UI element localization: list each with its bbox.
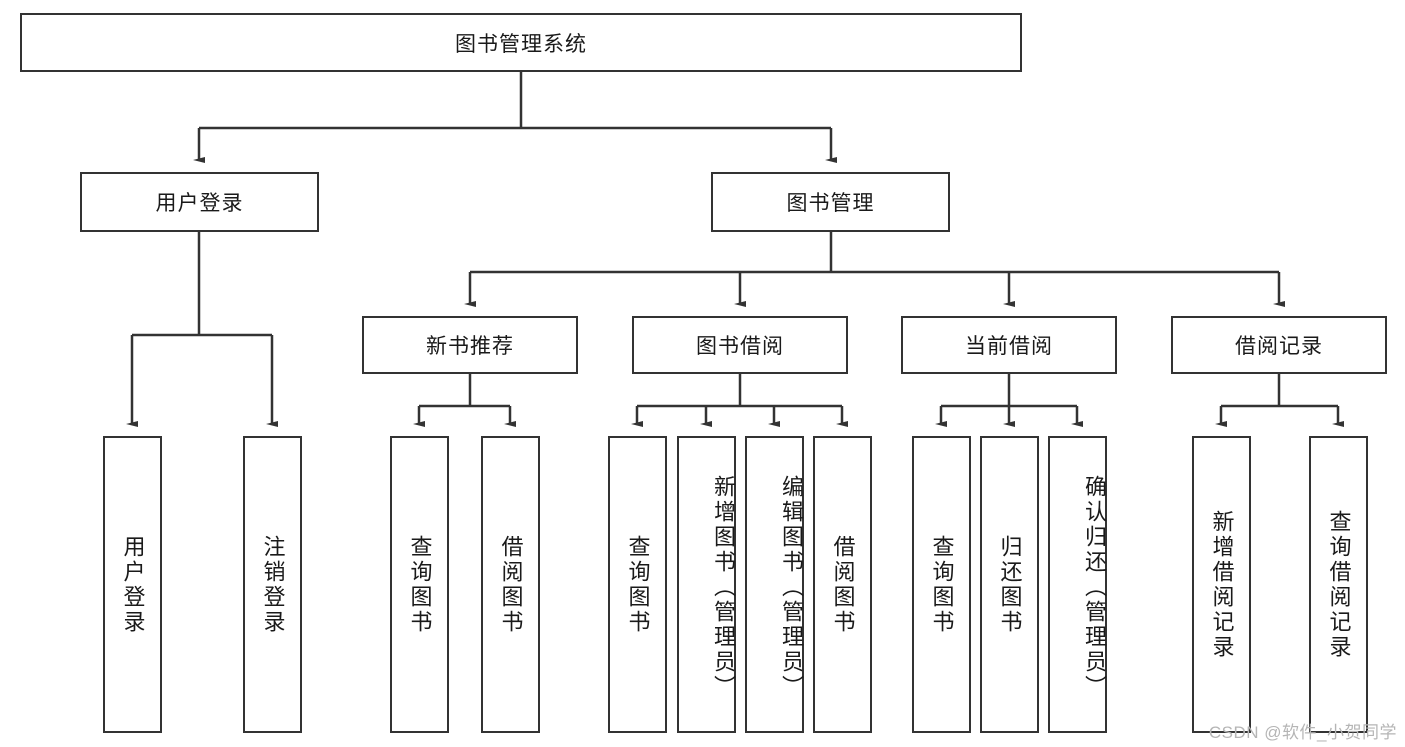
node-label: 图书管理	[786, 192, 875, 215]
node-user-login[interactable]: 用户登录	[80, 172, 319, 232]
node-label: 确认归还（管理员）	[1082, 475, 1107, 700]
leaf-return-book[interactable]: 归还图书	[980, 436, 1039, 733]
node-label: 查询借阅记录	[1326, 509, 1352, 660]
node-label: 用户登录	[120, 534, 146, 635]
leaf-confirm-return[interactable]: 确认归还（管理员）	[1048, 436, 1107, 733]
node-current-borrow[interactable]: 当前借阅	[901, 316, 1117, 374]
node-borrow-record[interactable]: 借阅记录	[1171, 316, 1387, 374]
node-label: 图书管理系统	[455, 32, 587, 56]
leaf-user-login[interactable]: 用户登录	[103, 436, 162, 733]
leaf-edit-book[interactable]: 编辑图书（管理员）	[745, 436, 804, 733]
node-label: 编辑图书（管理员）	[779, 475, 804, 700]
node-label: 新增图书（管理员）	[711, 475, 736, 700]
csdn-watermark: CSDN @软件_小贺同学	[1208, 723, 1397, 742]
leaf-query-book-borrow[interactable]: 查询图书	[608, 436, 667, 733]
node-book-management-system[interactable]: 图书管理系统	[20, 13, 1022, 72]
node-label: 借阅图书	[830, 534, 856, 635]
node-label: 注销登录	[260, 534, 286, 635]
leaf-borrow-book[interactable]: 借阅图书	[813, 436, 872, 733]
node-label: 归还图书	[997, 534, 1023, 635]
node-book-borrow[interactable]: 图书借阅	[632, 316, 848, 374]
node-label: 新书推荐	[426, 335, 514, 358]
node-new-book-recommend[interactable]: 新书推荐	[362, 316, 578, 374]
node-label: 用户登录	[155, 192, 244, 215]
leaf-add-book[interactable]: 新增图书（管理员）	[677, 436, 736, 733]
node-label: 查询图书	[407, 534, 433, 635]
node-book-management[interactable]: 图书管理	[711, 172, 950, 232]
leaf-borrow-book-recommend[interactable]: 借阅图书	[481, 436, 540, 733]
leaf-query-book-current[interactable]: 查询图书	[912, 436, 971, 733]
node-label: 查询图书	[929, 534, 955, 635]
node-label: 新增借阅记录	[1209, 509, 1235, 660]
leaf-query-borrow-record[interactable]: 查询借阅记录	[1309, 436, 1368, 733]
node-label: 借阅记录	[1235, 335, 1323, 358]
node-label: 查询图书	[625, 534, 651, 635]
leaf-logout-login[interactable]: 注销登录	[243, 436, 302, 733]
leaf-query-book-recommend[interactable]: 查询图书	[390, 436, 449, 733]
node-label: 图书借阅	[696, 335, 784, 358]
leaf-add-borrow-record[interactable]: 新增借阅记录	[1192, 436, 1251, 733]
node-label: 当前借阅	[965, 335, 1053, 358]
node-label: 借阅图书	[498, 534, 524, 635]
